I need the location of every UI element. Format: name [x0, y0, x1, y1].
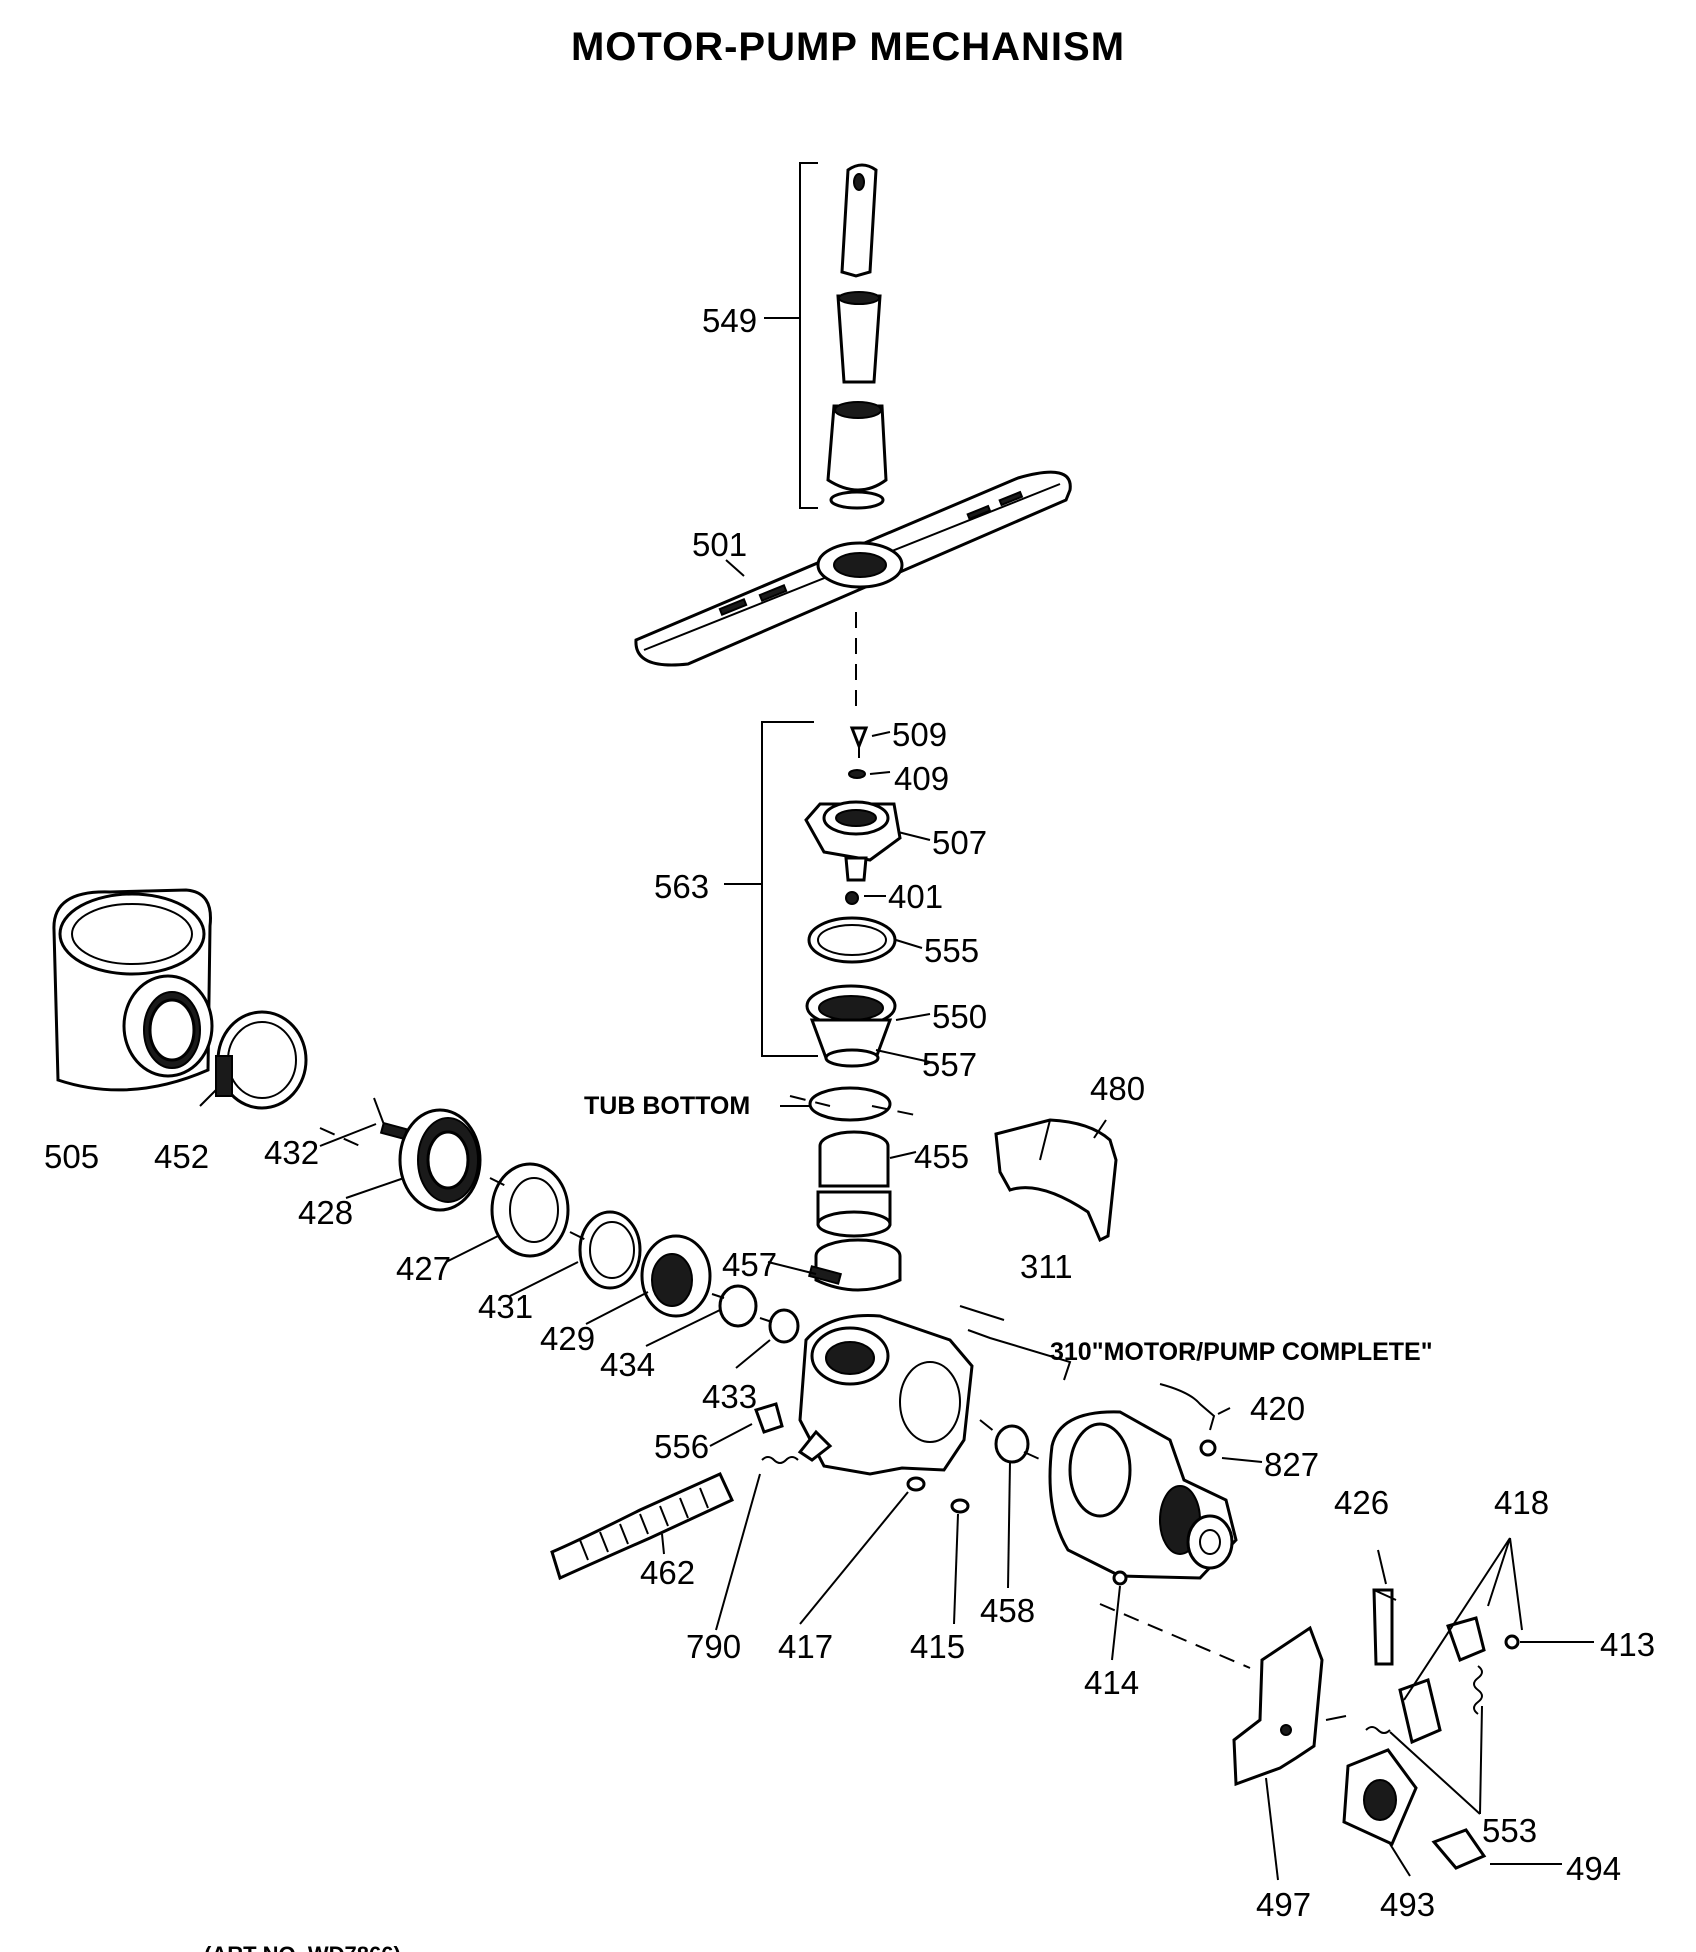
label-418: 418 [1494, 1484, 1549, 1521]
label-549: 549 [702, 302, 757, 339]
label-509: 509 [892, 716, 947, 753]
bracket-563 [761, 721, 818, 1057]
part-790-spring [761, 1456, 799, 1464]
part-434-impeller [718, 1284, 758, 1328]
label-413: 413 [1600, 1626, 1655, 1663]
label-310-motor-pump-complete: 310"MOTOR/PUMP COMPLETE" [1050, 1338, 1433, 1366]
part-457-clamp [807, 1238, 902, 1292]
axis-right [979, 1419, 1047, 1463]
axis-lower [1099, 1603, 1251, 1669]
label-434: 434 [600, 1346, 655, 1383]
label-458: 458 [980, 1592, 1035, 1629]
label-433: 433 [702, 1378, 757, 1415]
part-420-wire [1159, 1383, 1216, 1431]
part-553-spring-a [1473, 1665, 1483, 1715]
part-426-switch [1372, 1588, 1397, 1666]
label-827: 827 [1264, 1446, 1319, 1483]
part-432-screw [373, 1097, 409, 1141]
part-555-gasket [807, 916, 897, 964]
part-428-filter [398, 1108, 482, 1212]
part-452-clamp [215, 1010, 308, 1110]
part-418-bracket [1446, 1616, 1486, 1662]
part-417-washer [906, 1476, 926, 1492]
label-426: 426 [1334, 1484, 1389, 1521]
part-556-cap [754, 1402, 784, 1434]
part-549-spray-tube [799, 162, 888, 510]
label-790: 790 [686, 1628, 741, 1665]
part-509-screw [849, 726, 869, 758]
part-497-bracket [1232, 1625, 1347, 1787]
label-427: 427 [396, 1250, 451, 1287]
label-563: 563 [654, 868, 709, 905]
diagram-title: MOTOR-PUMP MECHANISM [571, 25, 1125, 69]
axis-left [319, 1127, 773, 1323]
label-420: 420 [1250, 1390, 1305, 1427]
label-555: 555 [924, 932, 979, 969]
art-number: (ART NO. WD7866) [204, 1942, 401, 1952]
part-494-button [1431, 1828, 1487, 1870]
label-553: 553 [1482, 1812, 1537, 1849]
part-switch-plate [1398, 1678, 1442, 1745]
label-414: 414 [1084, 1664, 1139, 1701]
part-433-bushing [768, 1308, 800, 1344]
tub-bottom-line [789, 1095, 921, 1117]
label-457: 457 [722, 1246, 777, 1283]
part-480-diverter [994, 1118, 1118, 1243]
part-311-pump-housing [797, 1314, 974, 1476]
part-550-tower [805, 984, 897, 1068]
part-401-ball [845, 891, 859, 905]
part-501-spray-arm [634, 470, 1072, 667]
label-409: 409 [894, 760, 949, 797]
part-458-seal [994, 1424, 1030, 1464]
part-427-plate [490, 1162, 570, 1258]
label-550: 550 [932, 998, 987, 1035]
label-557: 557 [922, 1046, 977, 1083]
part-415-washer [950, 1498, 970, 1514]
part-409-washer [848, 769, 866, 779]
label-417: 417 [778, 1628, 833, 1665]
label-505: 505 [44, 1138, 99, 1175]
label-431: 431 [478, 1288, 533, 1325]
bracket-310 [967, 1329, 1072, 1381]
part-455-seal [816, 1130, 892, 1238]
part-505-housing [52, 888, 214, 1092]
leader-lines [199, 317, 1594, 1881]
label-tub-bottom: TUB BOTTOM [584, 1092, 750, 1120]
label-462: 462 [640, 1554, 695, 1591]
part-431-ring [578, 1210, 642, 1290]
label-432: 432 [264, 1134, 319, 1171]
part-493-switch-housing [1342, 1748, 1418, 1847]
part-507-hub [804, 800, 902, 882]
label-415: 415 [910, 1628, 965, 1665]
label-311: 311 [1020, 1248, 1073, 1285]
label-429: 429 [540, 1320, 595, 1357]
label-556: 556 [654, 1428, 709, 1465]
label-497: 497 [1256, 1886, 1311, 1923]
label-428: 428 [298, 1194, 353, 1231]
part-414-screw [1112, 1570, 1128, 1586]
label-507: 507 [932, 824, 987, 861]
label-452: 452 [154, 1138, 209, 1175]
part-413-nut [1504, 1634, 1520, 1650]
motor [1048, 1410, 1238, 1580]
part-429-impeller [640, 1234, 712, 1318]
part-553-spring-b [1365, 1726, 1391, 1734]
label-493: 493 [1380, 1886, 1435, 1923]
label-494: 494 [1566, 1850, 1621, 1887]
part-462-hose [550, 1472, 734, 1581]
part-labels: 549 501 509 409 507 563 401 555 550 557 … [44, 302, 1655, 1923]
part-827-screw [1199, 1439, 1217, 1457]
label-480: 480 [1090, 1070, 1145, 1107]
label-501: 501 [692, 526, 747, 563]
tub-bottom-ring [808, 1086, 892, 1122]
label-455: 455 [914, 1138, 969, 1175]
label-401: 401 [888, 878, 943, 915]
